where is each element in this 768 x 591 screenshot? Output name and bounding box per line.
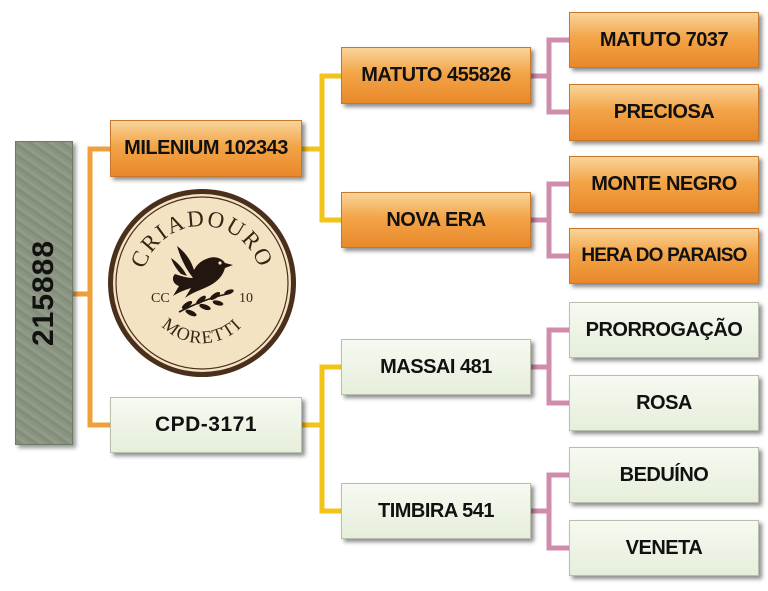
parent-dam: CPD-3171 [110, 397, 302, 453]
bird-icon [171, 246, 233, 298]
olive-branch-icon [178, 289, 234, 317]
connector-matuto-branches [546, 37, 569, 115]
connector-novaera-branches [546, 181, 569, 259]
connector-root-parents [87, 146, 110, 428]
great-grandparent-6: ROSA [569, 375, 759, 431]
logo-right-text: 10 [239, 291, 253, 306]
great-grandparent-4: HERA DO PARAISO [569, 228, 759, 284]
grandparent-dam-sire: MASSAI 481 [341, 339, 531, 395]
great-grandparent-8: VENETA [569, 520, 759, 576]
root-animal-id: 215888 [27, 239, 60, 347]
root-animal-box: 215888 [15, 141, 73, 445]
great-grandparent-2: PRECIOSA [569, 84, 759, 141]
grandparent-dam-dam: TIMBIRA 541 [341, 483, 531, 539]
connector-cpd-branches [319, 364, 341, 514]
connector-timbira-branches [546, 472, 569, 551]
logo-left-text: CC [151, 291, 170, 306]
great-grandparent-7: BEDUÍNO [569, 447, 759, 503]
great-grandparent-1: MATUTO 7037 [569, 12, 759, 68]
grandparent-sire-dam: NOVA ERA [341, 192, 531, 248]
parent-sire: MILENIUM 102343 [110, 120, 302, 177]
great-grandparent-3: MONTE NEGRO [569, 156, 759, 213]
great-grandparent-5: PRORROGAÇÃO [569, 302, 759, 358]
connector-massai-branches [546, 327, 569, 406]
criadouro-logo: CRIADOURO MORETTI CC 10 [108, 189, 296, 377]
connector-milenium-branches [319, 73, 341, 223]
grandparent-sire-sire: MATUTO 455826 [341, 47, 531, 104]
